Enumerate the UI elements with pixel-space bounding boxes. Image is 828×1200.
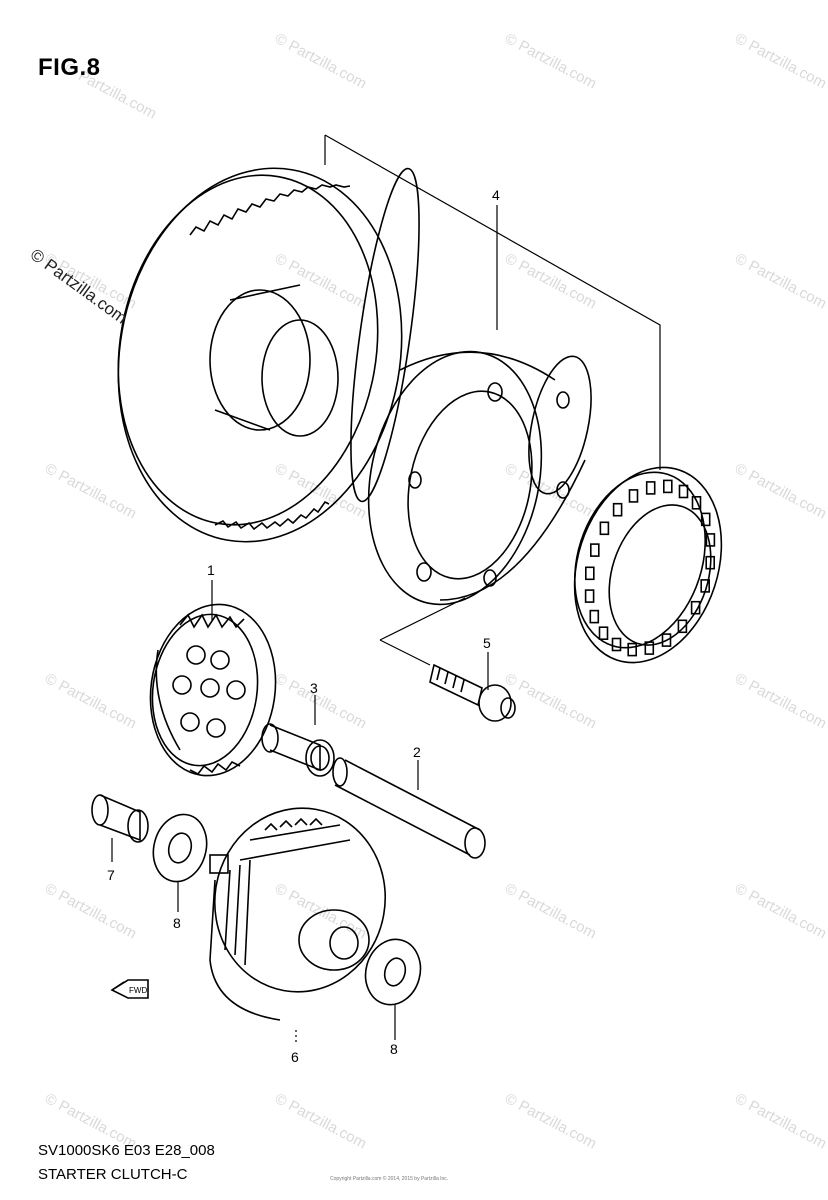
diagram-subtitle: STARTER CLUTCH-C — [38, 1166, 188, 1183]
sprag-element — [589, 543, 600, 557]
forward-direction-arrow: FWD — [110, 979, 149, 999]
clutch-housing — [367, 350, 592, 606]
callout-6: 6 — [291, 1049, 299, 1065]
sprag-element — [661, 633, 672, 647]
washer-lower — [364, 938, 422, 1006]
model-code: SV1000SK6 E03 E28_008 — [38, 1142, 215, 1159]
sprag-element — [678, 484, 689, 499]
sprag-element — [691, 495, 702, 510]
sprag-element — [611, 637, 622, 652]
callout-2: 2 — [413, 744, 421, 760]
sprag-element — [598, 626, 609, 641]
sprag-element — [690, 600, 701, 615]
callout-numbers: 4 1 5 3 2 7 8 6 8 — [107, 187, 500, 1065]
callout-8-upper: 8 — [173, 915, 181, 931]
sprag-element — [584, 566, 595, 581]
callout-5: 5 — [483, 635, 491, 651]
sprag-element — [662, 479, 673, 494]
sprag-element — [589, 609, 600, 624]
washer-upper — [152, 813, 208, 883]
sprag-element — [612, 502, 623, 517]
spacer-3 — [261, 723, 335, 777]
sprag-element — [599, 521, 610, 536]
fwd-label: FWD — [129, 986, 147, 995]
idle-shaft — [332, 757, 486, 859]
sprag-element — [644, 641, 655, 655]
sprag-element — [628, 489, 639, 503]
leader-lines — [111, 134, 661, 1045]
callout-1: 1 — [207, 562, 215, 578]
sprag-element — [627, 642, 638, 657]
clutch-bolt — [429, 663, 516, 722]
callout-8-lower: 8 — [390, 1041, 398, 1057]
starter-driven-gear — [117, 167, 420, 543]
sprag-element — [645, 481, 656, 495]
callout-3: 3 — [310, 680, 318, 696]
sprag-elements — [584, 479, 716, 657]
idle-gear — [149, 603, 277, 777]
figure-title: FIG.8 — [38, 54, 101, 81]
callout-4: 4 — [492, 187, 500, 203]
bearing-7 — [91, 794, 149, 843]
sprag-element — [705, 533, 716, 547]
sprag-element — [700, 579, 711, 593]
sprag-element — [700, 512, 711, 527]
sprag-element — [677, 619, 688, 634]
callout-7: 7 — [107, 867, 115, 883]
clutch-assembly — [209, 807, 387, 1021]
one-way-clutch — [573, 466, 723, 664]
sprag-element — [584, 589, 595, 603]
copyright-note: Copyright Partzilla.com © 2014, 2015 by … — [330, 1176, 449, 1182]
sprag-element — [705, 555, 716, 570]
